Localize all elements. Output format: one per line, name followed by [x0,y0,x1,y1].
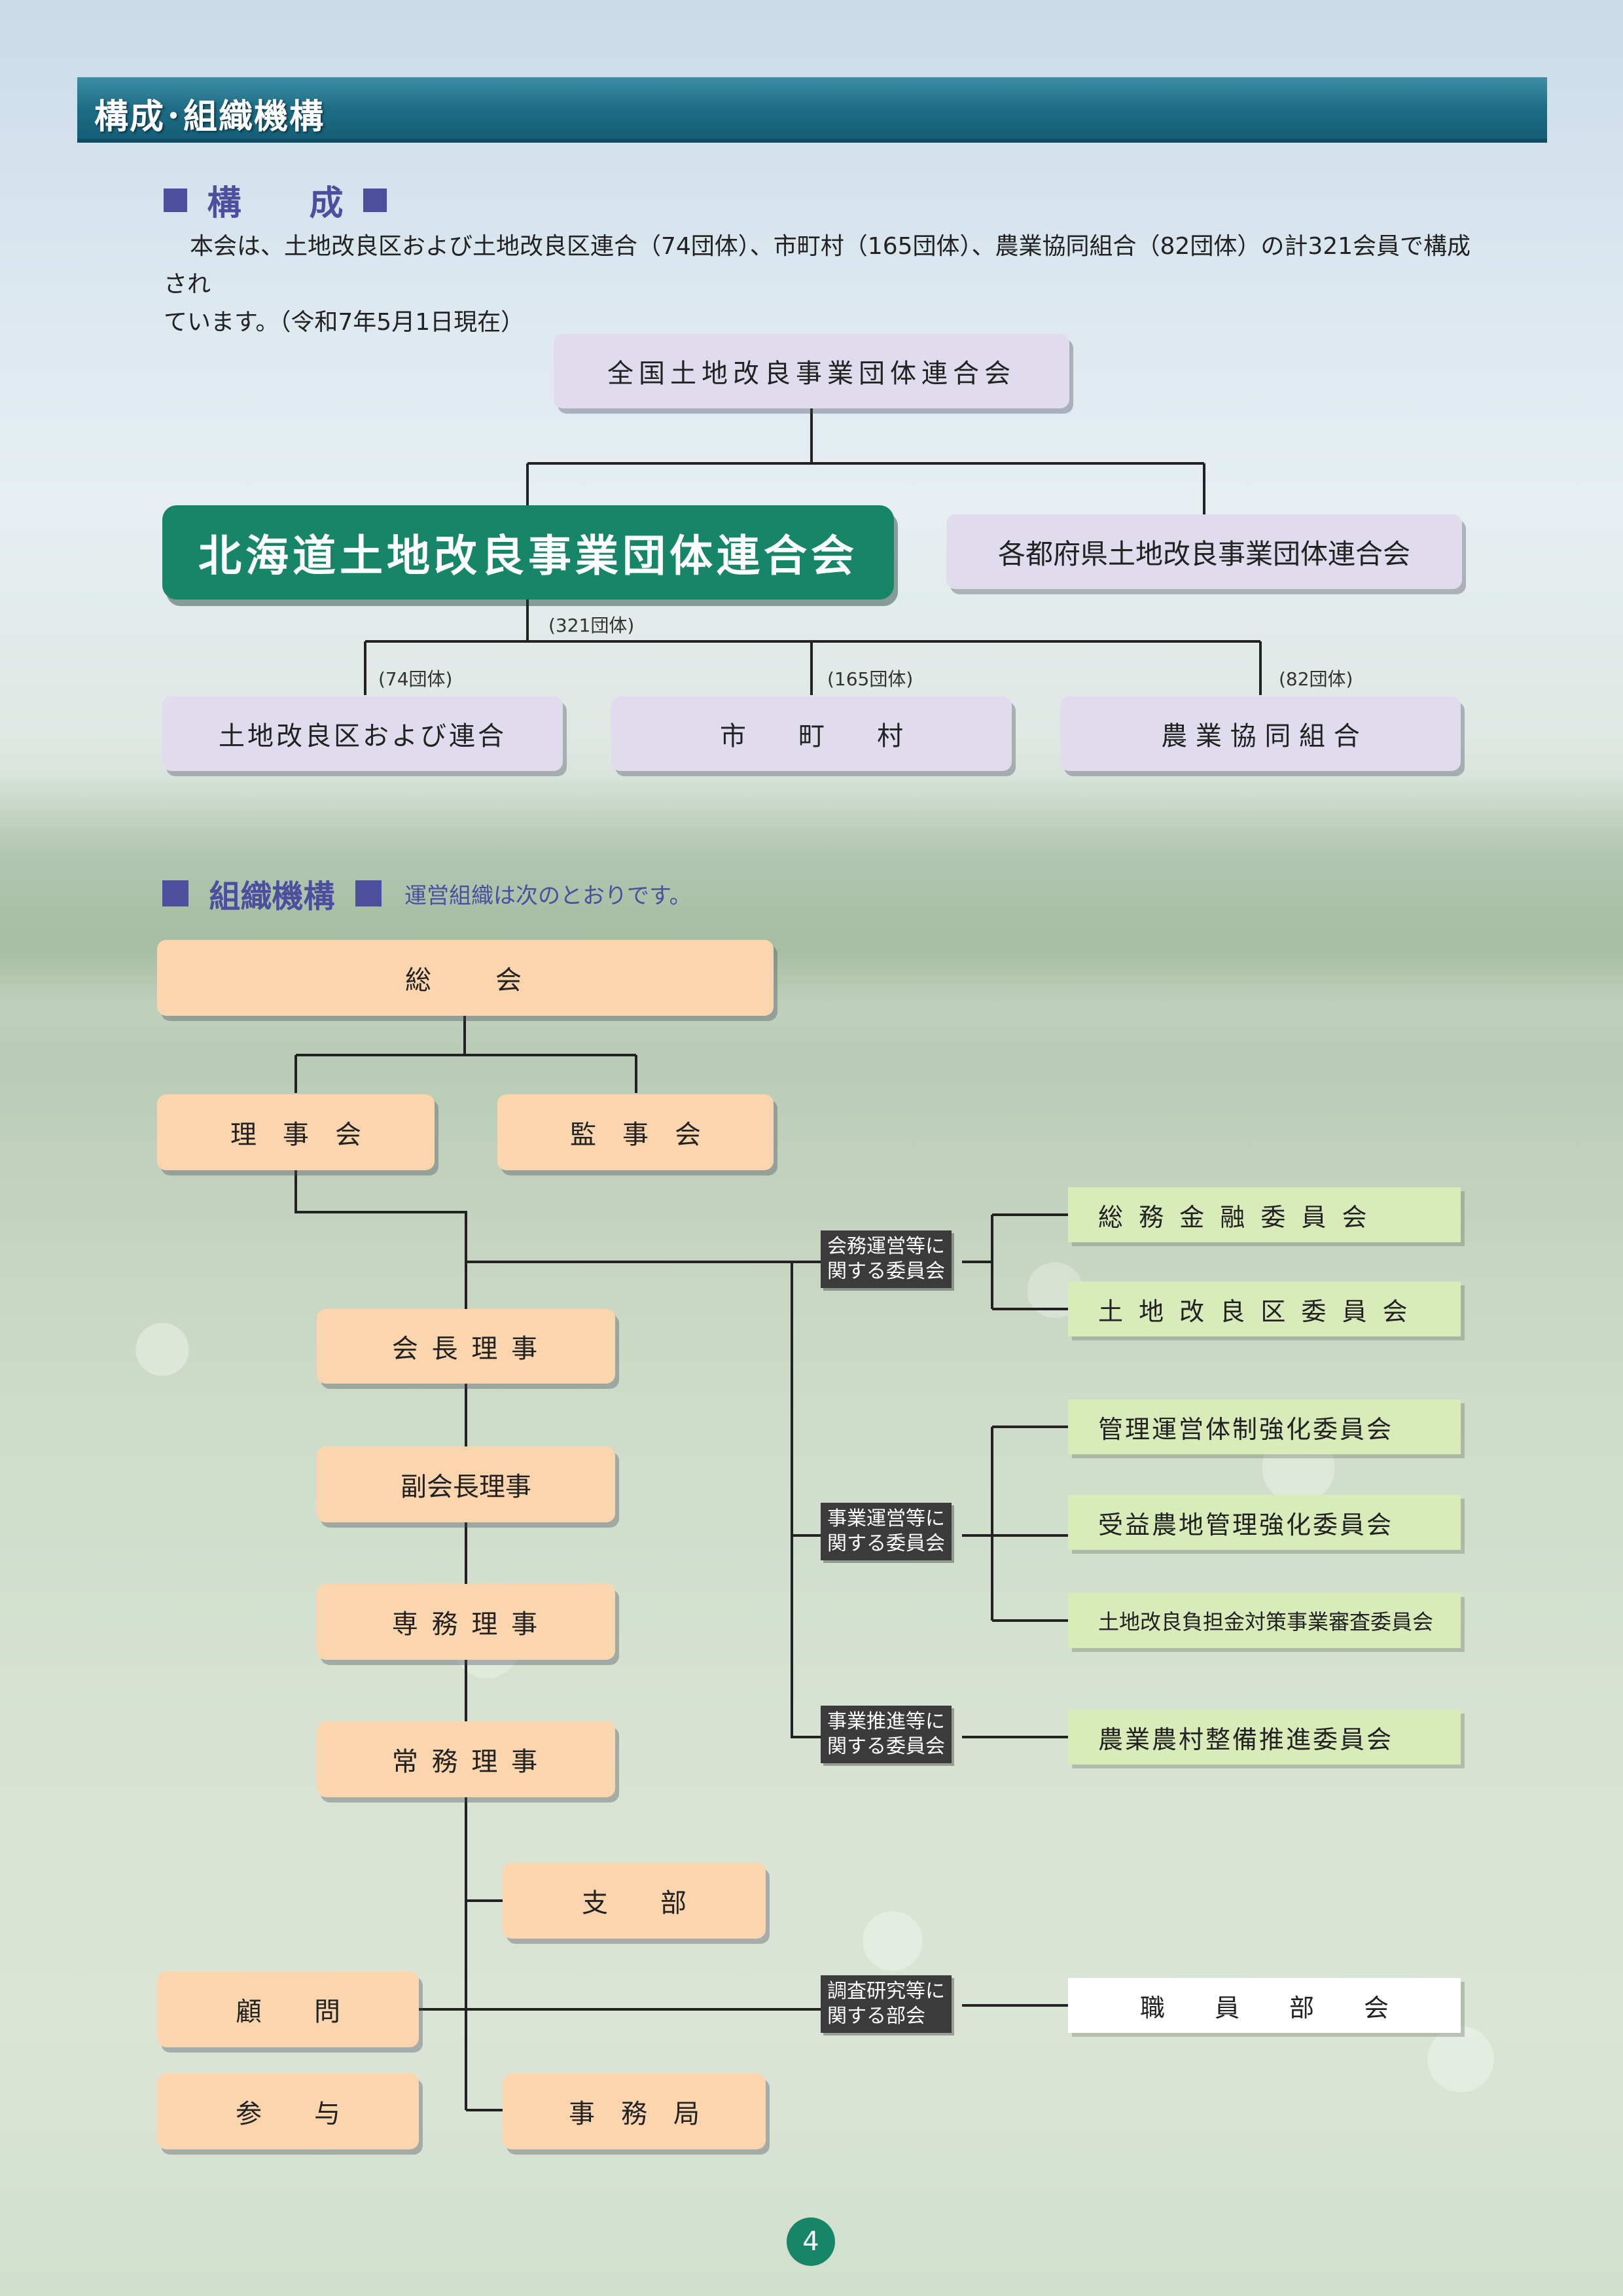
national-federation-label: 全国土地改良事業団体連合会 [607,359,1016,389]
committee-group-3-line1: 事業推進等に [827,1710,945,1733]
committee-staff-subcommittee: 職 員 部 会 [1068,1978,1461,2033]
senior-director-label: 専 務 理 事 [391,1609,541,1640]
committee-group-2-line2: 関する委員会 [827,1532,945,1555]
committee-label: 管理運営体制強化委員会 [1098,1414,1394,1444]
member-count-2: (165団体) [827,668,914,690]
chairman-label: 会 長 理 事 [391,1334,541,1364]
committee-label: 農業農村整備推進委員会 [1098,1725,1394,1754]
member-box-municipalities: 市 町 村 [611,696,1012,771]
vice-chairman-label: 副会長理事 [401,1472,531,1502]
executive-director-box: 常 務 理 事 [317,1721,615,1797]
counselor-label: 参 与 [236,2099,340,2129]
secretariat-label: 事 務 局 [569,2099,700,2129]
general-meeting-box: 総 会 [157,940,774,1016]
committee-group-label-2: 事業運営等に 関する委員会 [821,1503,952,1560]
counselor-box: 参 与 [157,2073,419,2149]
branch-label: 支 部 [582,1888,687,1918]
advisor-label: 顧 問 [236,1997,340,2027]
committee-label: 受益農地管理強化委員会 [1098,1510,1394,1539]
hokkaido-federation-label: 北海道土地改良事業団体連合会 [198,531,858,581]
auditors-label: 監 事 会 [570,1120,701,1150]
total-count: (321団体) [548,615,635,636]
advisor-box: 顧 問 [157,1971,419,2047]
square-bullet-icon [164,188,187,212]
prefectural-federations-box: 各都府県土地改良事業団体連合会 [946,514,1462,589]
hokkaido-federation-box: 北海道土地改良事業団体連合会 [162,505,894,600]
member-box-agricultural-coops: 農 業 協 同 組 合 [1060,696,1461,771]
square-bullet-icon [355,880,382,906]
member-label-1: 土地改良区および連合 [219,721,507,751]
page-title-bar: 構成･組織機構 [77,77,1547,143]
committee-label: 土 地 改 良 区 委 員 会 [1098,1297,1412,1326]
composition-heading: 構 成 [164,175,387,224]
committee-group-label-4: 調査研究等に 関する部会 [821,1975,952,2033]
committee-label: 総 務 金 融 委 員 会 [1098,1202,1371,1232]
member-count-1: (74団体) [378,668,453,690]
auditors-box: 監 事 会 [497,1094,774,1170]
composition-intro: 本会は、土地改良区および土地改良区連合（74団体）、市町村（165団体）、農業協… [164,228,1486,342]
committee-group-1-line2: 関する委員会 [827,1260,945,1283]
committee-management-structure: 管理運営体制強化委員会 [1068,1399,1461,1454]
committee-beneficiary-farmland: 受益農地管理強化委員会 [1068,1495,1461,1550]
intro-line-1: 本会は、土地改良区および土地改良区連合（74団体）、市町村（165団体）、農業協… [164,233,1471,298]
prefectural-federations-label: 各都府県土地改良事業団体連合会 [997,537,1410,570]
board-label: 理 事 会 [230,1120,361,1150]
executive-director-label: 常 務 理 事 [391,1747,541,1777]
committee-label: 土地改良負担金対策事業審査委員会 [1098,1609,1434,1634]
committee-rural-development: 農業農村整備推進委員会 [1068,1710,1461,1765]
square-bullet-icon [162,880,188,906]
member-label-3: 農 業 協 同 組 合 [1161,721,1360,751]
vice-chairman-box: 副会長理事 [317,1446,615,1522]
general-meeting-label: 総 会 [405,965,526,996]
secretariat-box: 事 務 局 [503,2073,766,2149]
senior-director-box: 専 務 理 事 [317,1584,615,1660]
committee-group-1-line1: 会務運営等に [827,1235,945,1258]
committee-group-4-line2: 関する部会 [827,2005,925,2028]
page-title: 構成･組織機構 [94,98,325,136]
committee-land-improvement-district: 土 地 改 良 区 委 員 会 [1068,1282,1461,1336]
intro-line-2: ています。（令和7年5月1日現在） [164,309,525,336]
chairman-box: 会 長 理 事 [317,1309,615,1384]
committee-group-3-line2: 関する委員会 [827,1735,945,1758]
board-box: 理 事 会 [157,1094,435,1170]
committee-general-affairs-finance: 総 務 金 融 委 員 会 [1068,1187,1461,1242]
member-count-3: (82団体) [1279,668,1353,690]
committee-label: 職 員 部 会 [1139,1993,1389,2022]
national-federation-box: 全国土地改良事業団体連合会 [554,334,1069,408]
committee-group-2-line1: 事業運営等に [827,1507,945,1530]
member-label-2: 市 町 村 [720,721,903,751]
committee-group-4-line1: 調査研究等に [827,1980,945,2003]
member-box-land-improvement: 土地改良区および連合 [162,696,563,771]
page-number: 4 [787,2217,835,2266]
organization-heading: 組織機構 運営組織は次のとおりです。 [162,870,692,916]
committee-group-label-3: 事業推進等に 関する委員会 [821,1706,952,1763]
square-bullet-icon [363,188,387,212]
branch-box: 支 部 [503,1863,766,1939]
committee-burden-review: 土地改良負担金対策事業審査委員会 [1068,1593,1461,1648]
committee-group-label-1: 会務運営等に 関する委員会 [821,1230,952,1288]
